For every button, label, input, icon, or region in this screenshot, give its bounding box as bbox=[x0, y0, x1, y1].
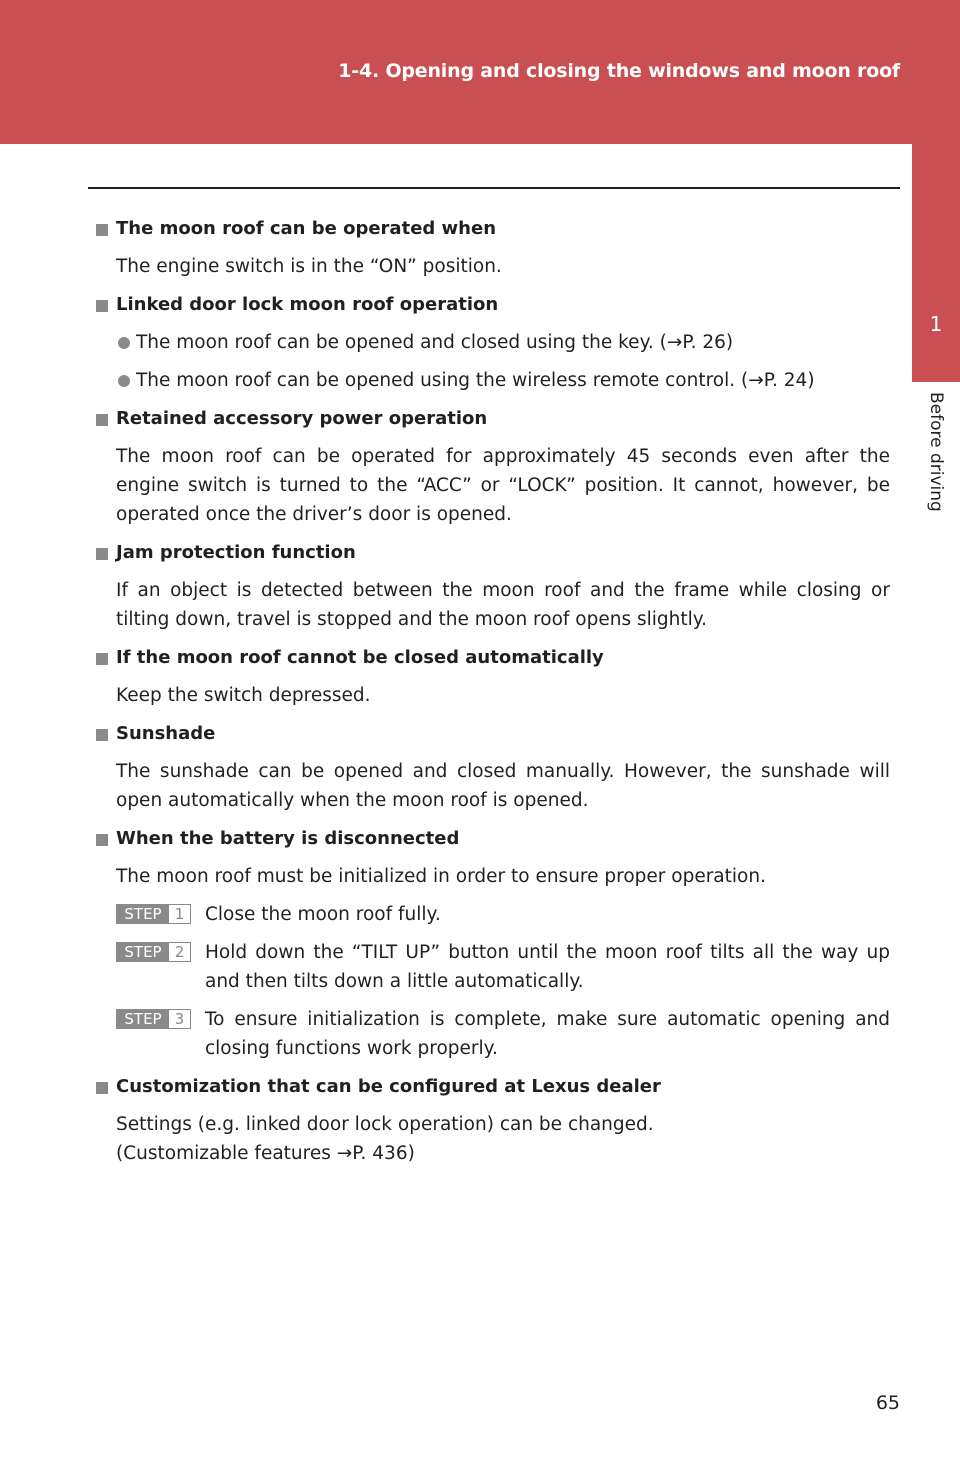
section-text: Keep the switch depressed. bbox=[116, 685, 371, 706]
section-text: The moon roof must be initialized in ord… bbox=[116, 866, 766, 887]
square-bullet-icon bbox=[96, 224, 108, 236]
square-bullet-icon bbox=[96, 1082, 108, 1094]
step-badge: STEP 2 bbox=[116, 942, 191, 962]
circle-bullet-icon bbox=[118, 375, 130, 387]
section-heading: Linked door lock moon roof operation bbox=[96, 290, 890, 319]
chapter-tab bbox=[912, 144, 960, 382]
list-item: The moon roof can be opened and closed u… bbox=[96, 328, 890, 357]
square-bullet-icon bbox=[96, 548, 108, 560]
step-badge: STEP 3 bbox=[116, 1009, 191, 1029]
section-text: If an object is detected between the moo… bbox=[116, 580, 890, 630]
chapter-label: Before driving bbox=[926, 392, 946, 512]
section-heading: Customization that can be configured at … bbox=[96, 1072, 890, 1101]
list-item: The moon roof can be opened using the wi… bbox=[96, 366, 890, 395]
section-heading: When the battery is disconnected bbox=[96, 824, 890, 853]
section-text: The engine switch is in the “ON” positio… bbox=[116, 256, 502, 277]
circle-bullet-icon bbox=[118, 337, 130, 349]
page-number: 65 bbox=[875, 1392, 900, 1414]
page-header: 1-4. Opening and closing the windows and… bbox=[0, 0, 960, 144]
square-bullet-icon bbox=[96, 834, 108, 846]
square-bullet-icon bbox=[96, 729, 108, 741]
section-text: The moon roof can be operated for approx… bbox=[116, 446, 890, 525]
section-heading: If the moon roof cannot be closed automa… bbox=[96, 643, 890, 672]
step-item: STEP 2 Hold down the “TILT UP” button un… bbox=[96, 938, 890, 996]
step-item: STEP 1 Close the moon roof fully. bbox=[96, 900, 890, 929]
square-bullet-icon bbox=[96, 653, 108, 665]
header-rule bbox=[88, 187, 900, 189]
section-text: The sunshade can be opened and closed ma… bbox=[116, 761, 890, 811]
square-bullet-icon bbox=[96, 414, 108, 426]
section-heading: Jam protection function bbox=[96, 538, 890, 567]
section-heading: Sunshade bbox=[96, 719, 890, 748]
step-item: STEP 3 To ensure initialization is compl… bbox=[96, 1005, 890, 1063]
section-heading: Retained accessory power operation bbox=[96, 404, 890, 433]
step-badge: STEP 1 bbox=[116, 904, 191, 924]
section-text: Settings (e.g. linked door lock operatio… bbox=[116, 1114, 654, 1164]
chapter-number: 1 bbox=[929, 312, 943, 336]
section-heading: The moon roof can be operated when bbox=[96, 214, 890, 243]
section-title: 1-4. Opening and closing the windows and… bbox=[338, 60, 900, 82]
square-bullet-icon bbox=[96, 300, 108, 312]
page-content: The moon roof can be operated when The e… bbox=[96, 214, 890, 1168]
